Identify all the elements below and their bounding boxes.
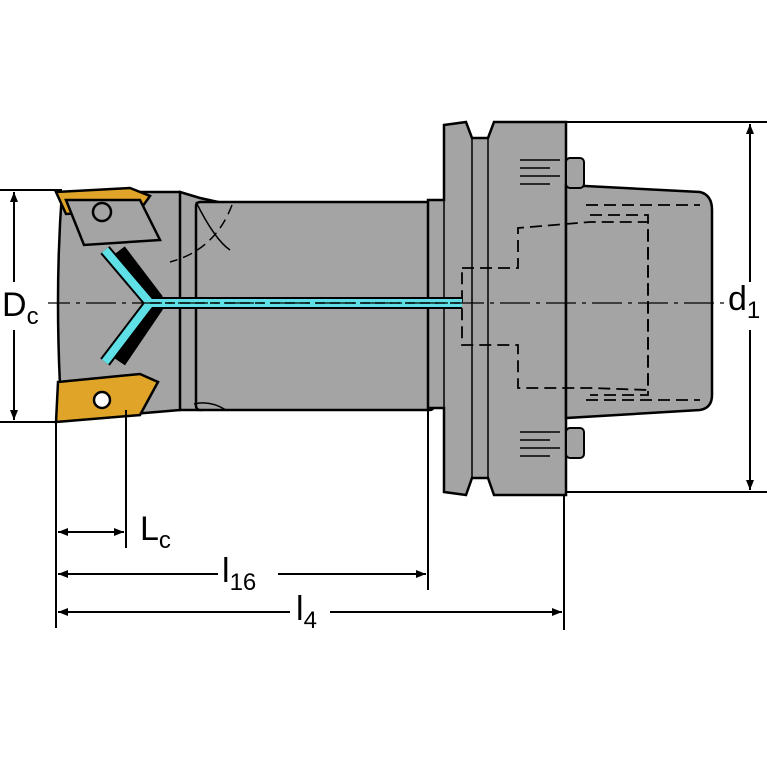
label-l4: l4 bbox=[296, 590, 317, 634]
hsk-taper bbox=[564, 183, 714, 420]
pin-top bbox=[565, 157, 585, 189]
insert-top-screw bbox=[91, 201, 113, 223]
insert-bottom-screw bbox=[92, 390, 112, 410]
pin-bottom bbox=[565, 427, 585, 459]
inserts bbox=[54, 186, 162, 424]
insert-top-seat bbox=[64, 198, 162, 247]
retention-pins bbox=[520, 157, 585, 459]
label-d1: d1 bbox=[728, 280, 760, 324]
label-l16: l16 bbox=[222, 552, 256, 596]
label-lc: Lc bbox=[140, 510, 171, 554]
label-dc: Dc bbox=[2, 286, 39, 330]
flange bbox=[426, 120, 568, 497]
